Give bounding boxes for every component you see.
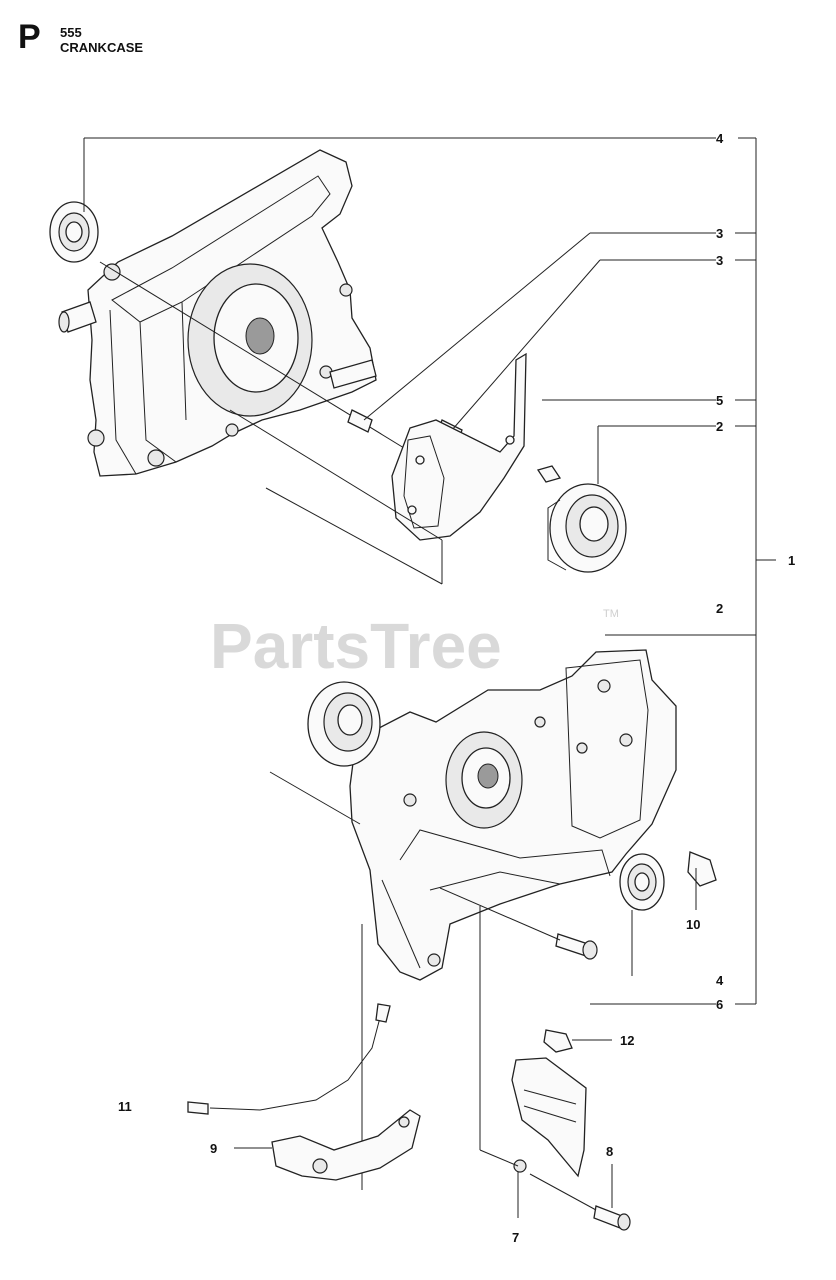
callout-9: 9	[210, 1141, 217, 1156]
callout-3-a: 3	[716, 226, 723, 241]
model-code: 555	[60, 25, 82, 40]
callout-4-bottom: 4	[716, 973, 724, 988]
callout-1: 1	[788, 553, 795, 568]
callout-7: 7	[512, 1230, 519, 1245]
crankcase-half-top	[58, 149, 377, 477]
wire-11	[187, 1003, 391, 1115]
crankcase-half-bottom	[349, 649, 677, 981]
seal-top	[49, 201, 99, 263]
page-letter: P	[18, 18, 41, 56]
plug-10	[687, 851, 717, 887]
cover-plate	[511, 1057, 587, 1178]
nipple-12	[543, 1029, 573, 1053]
watermark-trademark: TM	[603, 608, 619, 620]
guide-plate-9	[271, 1109, 421, 1181]
gasket	[391, 352, 527, 541]
callout-3-b: 3	[716, 253, 723, 268]
callout-2-mid: 2	[716, 601, 723, 616]
callout-6: 6	[716, 997, 723, 1012]
page-title: CRANKCASE	[60, 40, 144, 55]
callout-10: 10	[686, 917, 700, 932]
bearing-bottom	[307, 681, 381, 767]
assembly-bracket	[605, 137, 776, 1005]
callout-12: 12	[620, 1033, 634, 1048]
callout-4-top: 4	[716, 131, 724, 146]
screw-crankcase	[555, 933, 598, 960]
bearing-top	[547, 483, 627, 573]
callout-8: 8	[606, 1144, 613, 1159]
callout-11: 11	[118, 1099, 132, 1114]
watermark-brand: PartsTree	[210, 610, 502, 682]
screw-8	[593, 1205, 631, 1231]
callout-2-top: 2	[716, 419, 723, 434]
callout-5: 5	[716, 393, 723, 408]
seal-bottom	[619, 853, 665, 911]
